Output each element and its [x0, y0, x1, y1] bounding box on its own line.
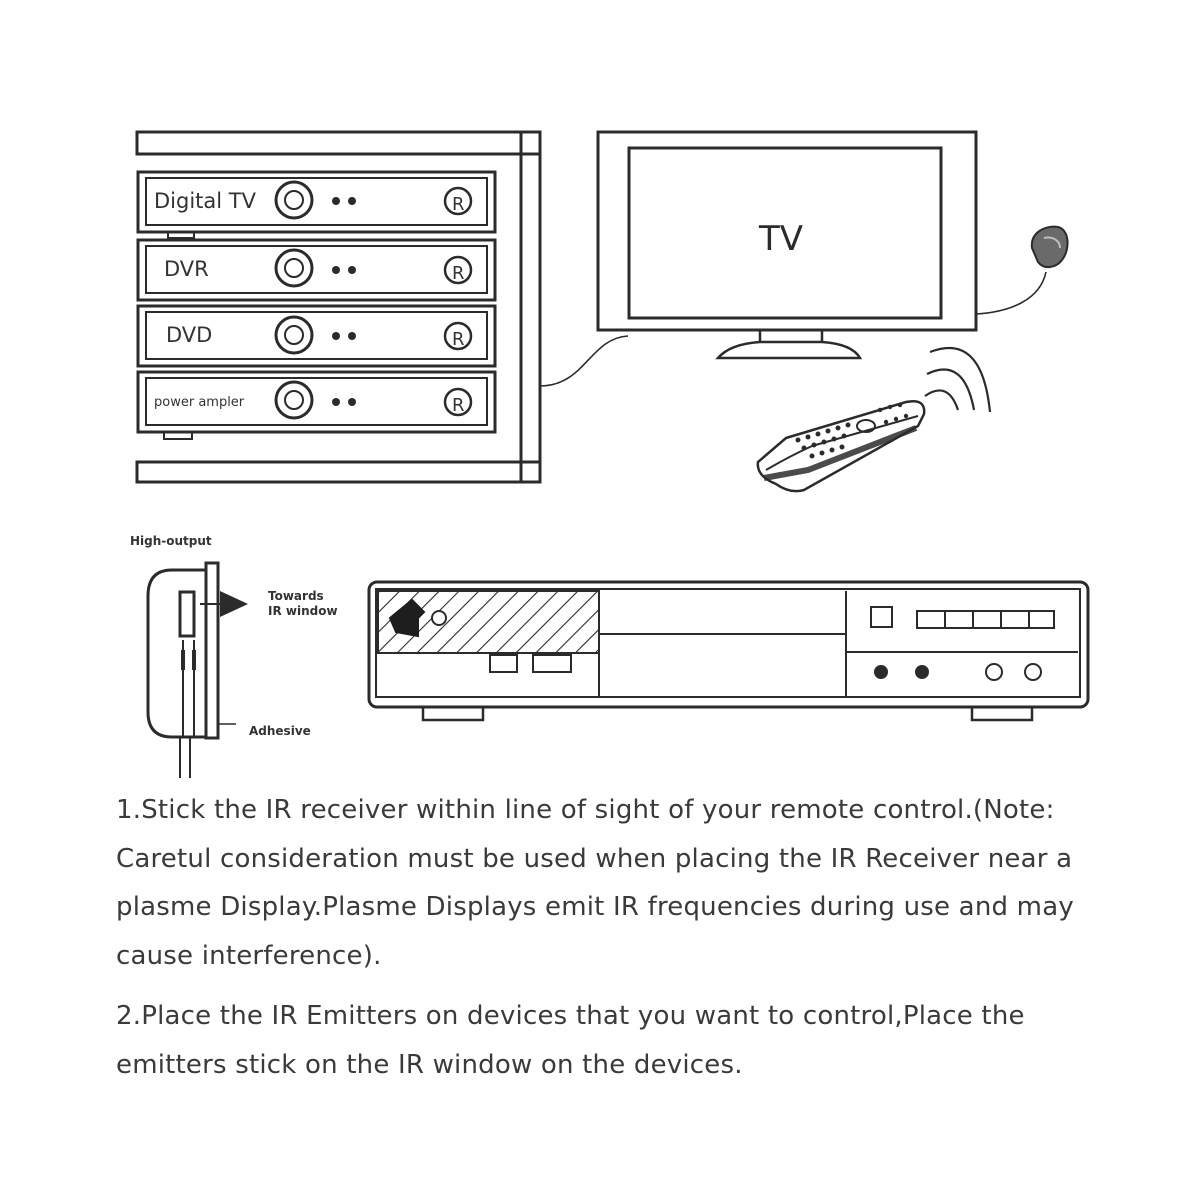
instruction-step-1: 1.Stick the IR receiver within line of s… [116, 795, 1074, 971]
cabinet-bottom-shelf [135, 460, 542, 484]
indicator-dot [332, 197, 340, 205]
indicator-dot [332, 266, 340, 274]
tv-label: TV [758, 219, 803, 259]
ir-signal-waves-icon [924, 346, 992, 413]
high-output-label: High-output [130, 534, 212, 548]
dpad-icon [274, 180, 314, 220]
dpad-icon [274, 315, 314, 355]
r-button-label: R [452, 263, 465, 284]
indicator-dot [348, 398, 356, 406]
ir-receiver-icon [1030, 225, 1069, 268]
r-button-label: R [452, 329, 465, 350]
r-button-icon [443, 387, 473, 417]
tv-screen [627, 146, 943, 320]
instruction-step-2: 2.Place the IR Emitters on devices that … [116, 1001, 1025, 1080]
cabinet-side-post [519, 130, 542, 484]
device-label: Digital TV [154, 189, 257, 213]
r-button-icon [443, 255, 473, 285]
tv-stand [715, 330, 863, 360]
dpad-icon [274, 380, 314, 420]
cabinet-to-tv-cable [539, 335, 629, 387]
cabinet-top-shelf [135, 130, 542, 156]
receiver-cable [975, 271, 1047, 315]
indicator-dot [348, 266, 356, 274]
tv-set [596, 130, 978, 360]
equipment-cabinet [135, 130, 542, 484]
towards-label-line1: Towards [268, 589, 324, 603]
device-dvr: DVR R [136, 238, 497, 302]
adhesive-label: Adhesive [249, 724, 311, 738]
device-label: DVD [166, 323, 212, 347]
towards-arrow-icon [200, 591, 248, 617]
r-button-label: R [452, 395, 465, 416]
indicator-dot [332, 332, 340, 340]
ir-emitter-side-view [146, 561, 220, 778]
instructions: 1.Stick the IR receiver within line of s… [116, 786, 1126, 1101]
r-button-icon [443, 321, 473, 351]
r-button-icon [443, 186, 473, 216]
device-dvd: DVD R [136, 304, 497, 368]
dpad-icon [274, 248, 314, 288]
device-label: power ampler [154, 395, 245, 410]
device-label: DVR [164, 257, 209, 281]
remote-control-icon [756, 400, 926, 493]
set-top-box [367, 580, 1090, 722]
indicator-dot [332, 398, 340, 406]
emitter-on-ir-window-icon [388, 598, 447, 638]
device-digital-tv: Digital TV R [136, 170, 497, 239]
indicator-dot [348, 332, 356, 340]
tv-frame [596, 130, 978, 332]
r-button-label: R [452, 194, 465, 215]
indicator-dot [348, 197, 356, 205]
towards-label-line2: IR window [268, 604, 338, 618]
device-power-ampler: power ampler R [136, 370, 497, 440]
